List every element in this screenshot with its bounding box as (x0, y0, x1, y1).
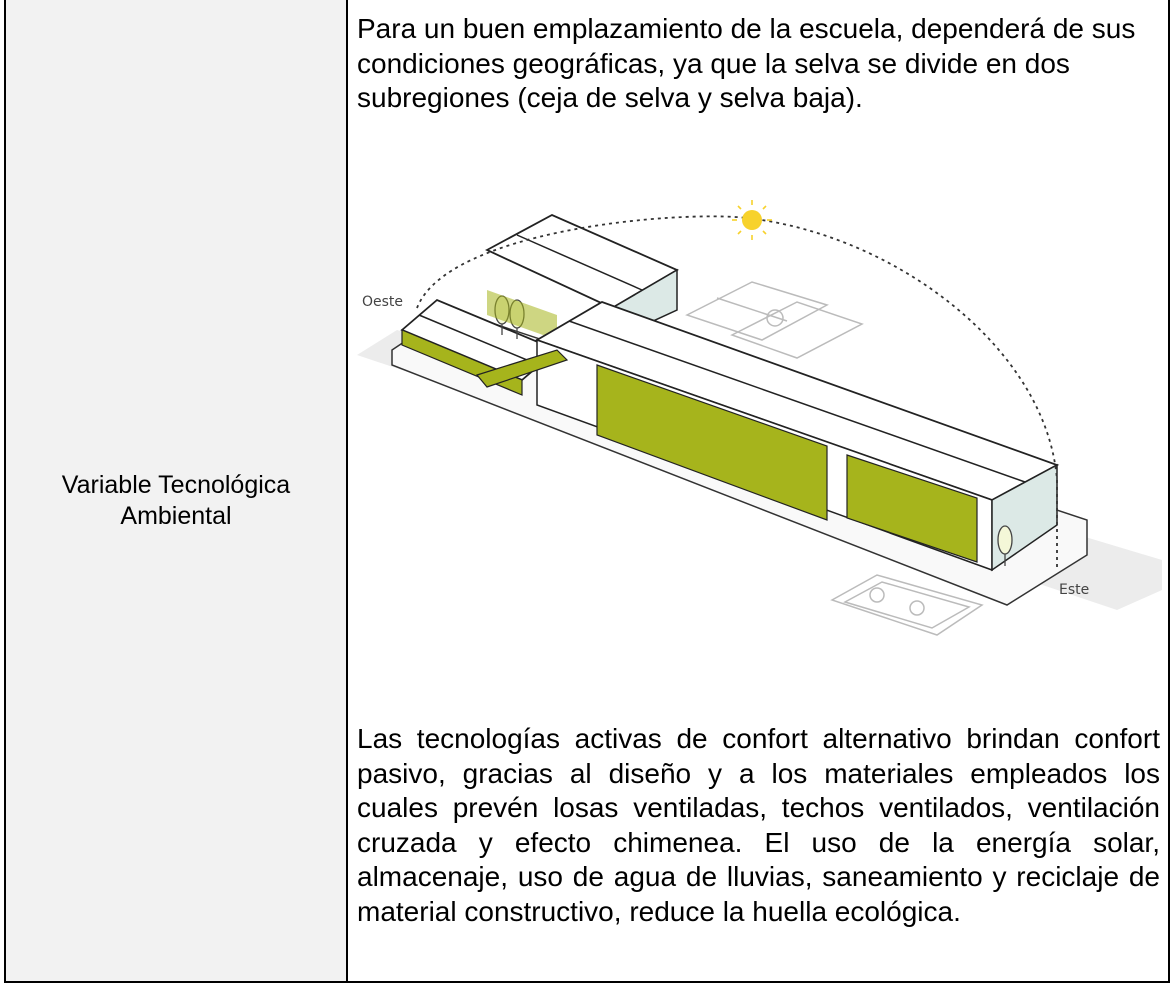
row-label-line-2: Ambiental (120, 501, 232, 530)
accent-facade-main (596, 364, 828, 521)
sports-court-south (830, 574, 984, 636)
tree-icon-east (997, 525, 1013, 566)
label-west: Oeste (362, 294, 403, 310)
intro-paragraph: Para un buen emplazamiento de la escuela… (357, 13, 1136, 113)
row-label-line-1: Variable Tecnológica (61, 470, 291, 499)
sun-path-diagram: Oeste Este (357, 190, 1167, 670)
accent-facade-east (846, 454, 978, 563)
row-label-cell: Variable Tecnológica Ambiental (6, 0, 348, 981)
content-table: Variable Tecnológica Ambiental Para un b… (4, 0, 1170, 983)
courtyard-accent (487, 290, 557, 340)
sun-path-illustration: Oeste Este (357, 200, 1162, 636)
row-content-cell: Para un buen emplazamiento de la escuela… (348, 0, 1168, 981)
sun-icon (732, 200, 772, 240)
sports-court-north (685, 281, 864, 359)
label-east: Este (1059, 582, 1089, 598)
closing-paragraph: Las tecnologías activas de confort alter… (357, 723, 1160, 927)
accent-wall-mid (475, 349, 569, 388)
row-label: Variable Tecnológica Ambiental (62, 450, 290, 532)
